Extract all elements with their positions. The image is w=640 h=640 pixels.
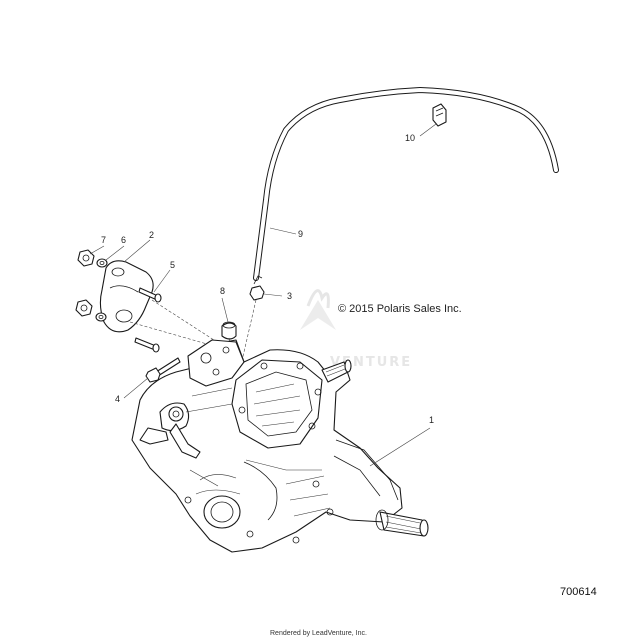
callout-2: 2	[149, 230, 154, 240]
bolt-lower	[134, 337, 160, 353]
footer-credit: Rendered by LeadVenture, Inc.	[270, 630, 367, 637]
mount-bolt	[145, 357, 181, 383]
nut-upper	[77, 249, 95, 267]
callout-10: 10	[405, 133, 415, 143]
vent-hose	[253, 86, 559, 281]
actuator-bracket	[99, 260, 154, 333]
callout-8: 8	[220, 286, 225, 296]
washer-lower	[95, 312, 107, 322]
hose-clip	[432, 103, 447, 127]
callout-5: 5	[170, 260, 175, 270]
leader-lines	[89, 123, 437, 467]
callout-7: 7	[101, 235, 106, 245]
callout-1: 1	[429, 415, 434, 425]
nut-lower	[75, 299, 93, 317]
callout-6: 6	[121, 235, 126, 245]
callout-labels: 1 2 3 4 5 6 7 8 9 10	[101, 133, 434, 425]
grommet	[221, 321, 237, 340]
bolt-upper	[138, 287, 162, 303]
transmission-assembly	[131, 339, 429, 553]
vent-fitting	[249, 275, 265, 301]
figure-number: 700614	[560, 586, 597, 598]
copyright-text: © 2015 Polaris Sales Inc.	[338, 303, 462, 315]
callout-3: 3	[287, 291, 292, 301]
washer-upper	[96, 258, 108, 268]
callout-4: 4	[115, 394, 120, 404]
callout-9: 9	[298, 229, 303, 239]
